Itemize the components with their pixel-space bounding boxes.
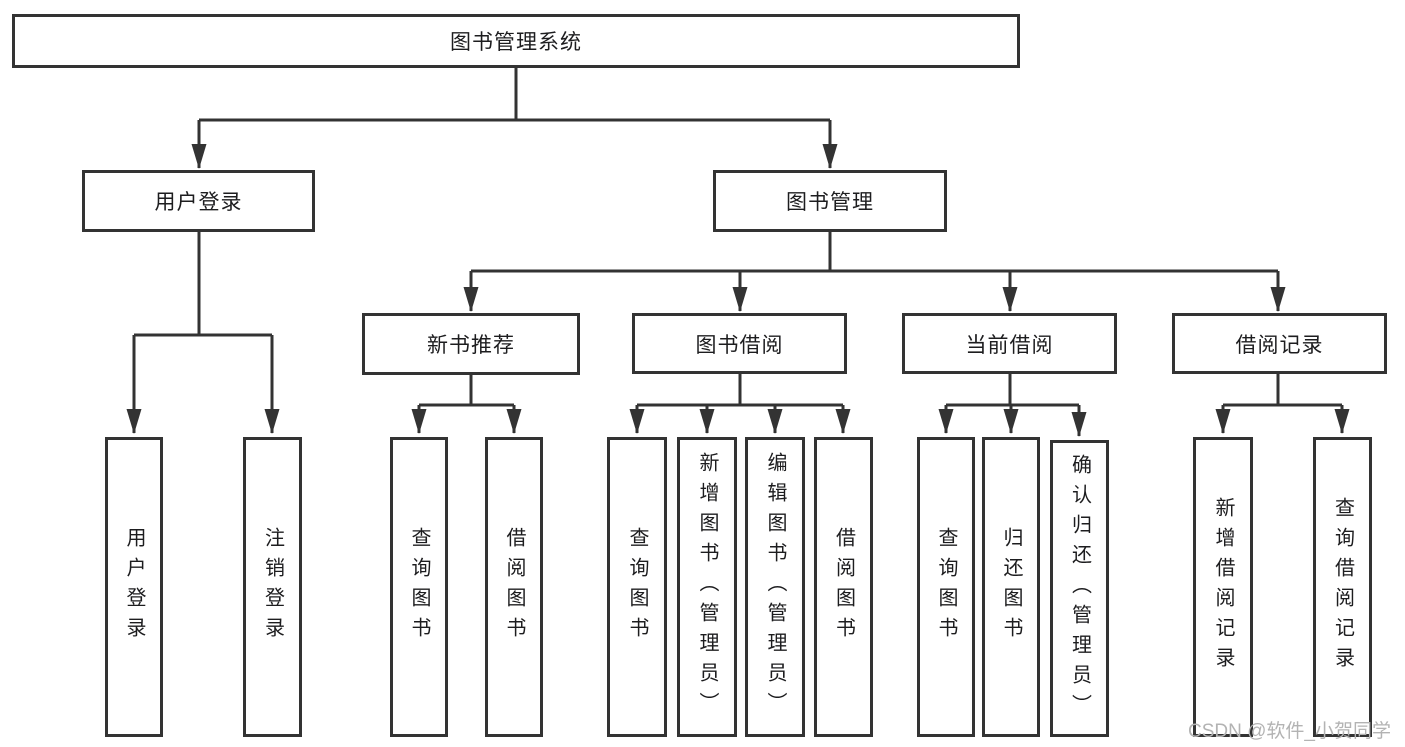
leaf-query-books-borrow: 查询图书	[607, 437, 667, 737]
node-label: 归还图书	[1000, 527, 1022, 647]
leaf-borrow-books-recommend: 借阅图书	[485, 437, 543, 737]
node-label: 新增图书（管理员）	[696, 452, 718, 722]
node-borrow-records: 借阅记录	[1172, 313, 1387, 374]
leaf-query-books-current: 查询图书	[917, 437, 975, 737]
node-label: 当前借阅	[965, 333, 1054, 357]
leaf-add-books-admin: 新增图书（管理员）	[677, 437, 737, 737]
node-new-book-recommend: 新书推荐	[362, 313, 580, 375]
leaf-query-books-recommend: 查询图书	[390, 437, 448, 737]
leaf-add-borrow-record: 新增借阅记录	[1193, 437, 1253, 737]
node-label: 借阅图书	[832, 527, 855, 647]
node-label: 注销登录	[261, 527, 284, 647]
node-library-system: 图书管理系统	[12, 14, 1020, 68]
node-label: 图书管理	[786, 191, 874, 214]
leaf-edit-books-admin: 编辑图书（管理员）	[745, 437, 805, 737]
node-label: 编辑图书（管理员）	[764, 452, 786, 722]
node-user-login: 用户登录	[82, 170, 315, 232]
leaf-return-books: 归还图书	[982, 437, 1040, 737]
leaf-borrow-books: 借阅图书	[814, 437, 873, 737]
node-label: 确认归还（管理员）	[1068, 453, 1091, 724]
node-label: 借阅图书	[503, 527, 525, 647]
node-label: 查询借阅记录	[1331, 497, 1354, 677]
leaf-query-borrow-record: 查询借阅记录	[1313, 437, 1372, 737]
leaf-user-login: 用户登录	[105, 437, 163, 737]
node-label: 用户登录	[123, 527, 145, 647]
node-label: 图书借阅	[695, 333, 784, 357]
node-label: 查询图书	[408, 527, 430, 647]
leaf-logout: 注销登录	[243, 437, 302, 737]
node-label: 新书推荐	[427, 334, 515, 357]
node-label: 查询图书	[935, 527, 957, 647]
leaf-confirm-return-admin: 确认归还（管理员）	[1050, 440, 1109, 737]
node-label: 新增借阅记录	[1212, 497, 1234, 677]
node-current-borrow: 当前借阅	[902, 313, 1117, 374]
node-label: 查询图书	[626, 527, 648, 647]
node-book-management: 图书管理	[713, 170, 947, 232]
node-label: 图书管理系统	[450, 31, 582, 54]
node-book-borrow: 图书借阅	[632, 313, 847, 374]
csdn-watermark: CSDN @软件_小贺同学	[1188, 721, 1391, 742]
node-label: 用户登录	[154, 191, 243, 214]
node-label: 借阅记录	[1235, 333, 1324, 357]
